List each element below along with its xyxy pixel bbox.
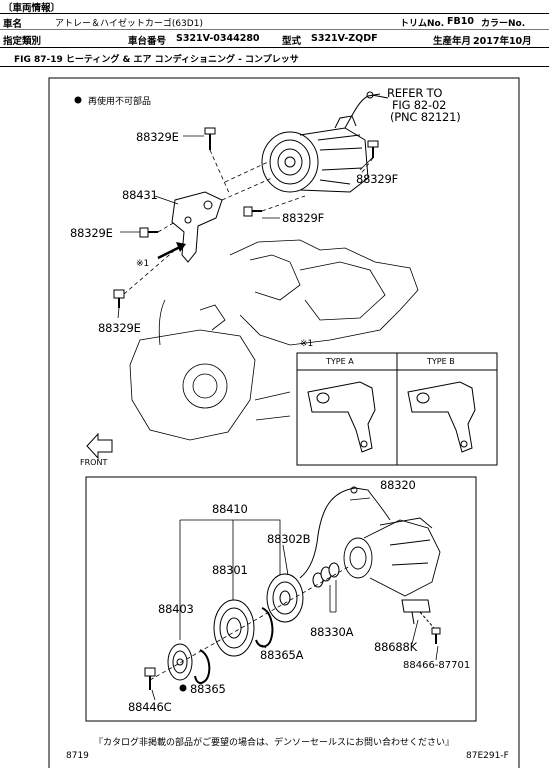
doc-code: 87E291-F	[466, 751, 509, 761]
detail-box	[85, 476, 477, 722]
model-label: 型式	[282, 36, 302, 47]
trim-value: FB10	[447, 16, 474, 27]
part-88431[interactable]: 88431	[122, 188, 158, 202]
part-88403[interactable]: 88403	[158, 602, 194, 616]
frame-label: 車台番号	[128, 36, 167, 47]
refer-line-3: (PNC 82121)	[390, 110, 461, 124]
part-88410[interactable]: 88410	[212, 502, 248, 516]
section-label: 〔車両情報〕	[3, 3, 61, 14]
part-88320[interactable]: 88320	[380, 478, 416, 492]
vehicle-name-label: 車名	[3, 19, 23, 30]
page-number: 8719	[66, 751, 89, 761]
arrow-head	[176, 242, 186, 252]
part-88329f-right[interactable]: 88329F	[356, 172, 398, 186]
compressor-drawing-upper	[261, 91, 381, 193]
model-value: S321V-ZQDF	[311, 33, 378, 44]
arrow-indicator	[157, 244, 183, 260]
part-88301[interactable]: 88301	[212, 563, 248, 577]
bracket-88431	[171, 191, 223, 263]
bracket-88688k	[401, 599, 431, 625]
part-88688k[interactable]: 88688K	[374, 640, 417, 654]
figure-border	[48, 77, 520, 768]
refer-line-2: FIG 82-02	[392, 98, 447, 112]
note-mark-types: ※1	[300, 339, 314, 349]
part-88466[interactable]: 88466-87701	[403, 660, 471, 671]
divider	[0, 13, 549, 14]
part-88446c[interactable]: 88446C	[128, 700, 172, 714]
vehicle-name: アトレー＆ハイゼットカーゴ(63D1)	[55, 19, 203, 29]
type-b-label: TYPE B	[427, 357, 455, 366]
part-88302b[interactable]: 88302B	[267, 532, 311, 546]
category-label: 指定類別	[3, 36, 42, 47]
note-mark: ※1	[136, 259, 150, 269]
snap-ring-88365	[194, 649, 211, 684]
frame-value: S321V-0344280	[176, 33, 260, 44]
bolt-88329e-left	[139, 227, 158, 238]
refer-line-1: REFER TO	[387, 86, 443, 100]
bolt-88329e-bottom	[113, 289, 125, 308]
pressure-plate-88403	[167, 643, 193, 681]
bolt-88446c	[144, 667, 156, 690]
shims-88330a	[312, 562, 340, 588]
part-88365a[interactable]: 88365A	[260, 648, 304, 662]
bolt-88329e-top	[204, 127, 216, 150]
production-label: 生産年月	[433, 36, 472, 47]
part-88365[interactable]: 88365	[190, 682, 226, 696]
bolt-88329f-right	[367, 140, 379, 158]
field-coil-88302b	[266, 573, 304, 623]
type-a-label: TYPE A	[326, 357, 354, 366]
part-88329f-mid[interactable]: 88329F	[282, 211, 324, 225]
type-boxes	[296, 352, 498, 466]
compressor-drawing-lower	[343, 486, 441, 597]
part-88329e-bottom[interactable]: 88329E	[98, 321, 141, 335]
nonreusable-dot-icon	[179, 684, 187, 692]
bolt-88466	[431, 627, 441, 644]
color-label: カラーNo.	[481, 19, 526, 29]
figure-title: FIG 87-19 ヒーティング & エア コンディショニング - コンプレッサ	[14, 55, 299, 65]
trim-label: トリムNo.	[400, 19, 445, 29]
front-arrow-icon	[86, 432, 113, 460]
footer-notice: 『カタログ非掲載の部品がご要望の場合は、デンソーセールスにお問い合わせください』	[94, 738, 455, 748]
snap-ring-88365a	[255, 607, 274, 648]
part-88329e-top[interactable]: 88329E	[136, 130, 179, 144]
divider	[0, 47, 549, 48]
pulley-88301	[213, 599, 255, 657]
part-88329e-left[interactable]: 88329E	[70, 226, 113, 240]
engine-drawing	[129, 239, 419, 441]
front-label: FRONT	[80, 458, 108, 467]
legend-text: 再使用不可部品	[88, 97, 152, 107]
legend-dot-icon	[74, 96, 82, 104]
divider	[0, 29, 549, 30]
part-88330a[interactable]: 88330A	[310, 625, 354, 639]
bolt-88329f-mid	[243, 206, 262, 217]
divider	[0, 66, 549, 67]
production-value: 2017年10月	[473, 36, 532, 47]
wire-harness	[299, 487, 356, 579]
